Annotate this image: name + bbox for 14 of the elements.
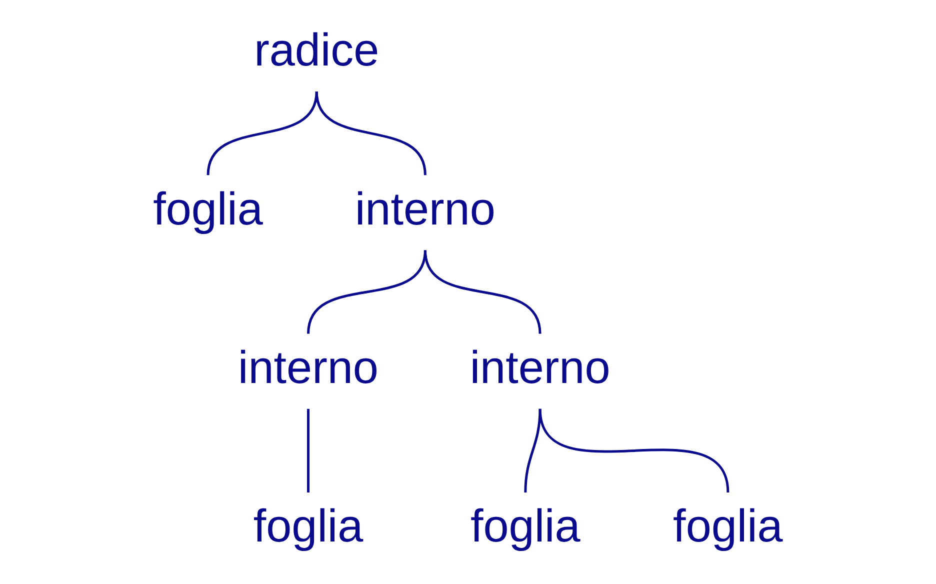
node-text: radice (254, 24, 380, 76)
node-text: interno (470, 341, 610, 394)
node-text: interno (238, 341, 378, 394)
connector (315, 91, 426, 176)
node-text: foglia (470, 500, 580, 552)
node-text: interno (354, 182, 496, 234)
node-text: foglia (153, 182, 263, 234)
node-text: foglia (253, 500, 364, 552)
connector (206, 91, 318, 176)
connector (424, 250, 542, 334)
connector (524, 408, 542, 492)
connector (538, 408, 730, 493)
connector (307, 408, 310, 492)
node-text: foglia (673, 500, 783, 552)
